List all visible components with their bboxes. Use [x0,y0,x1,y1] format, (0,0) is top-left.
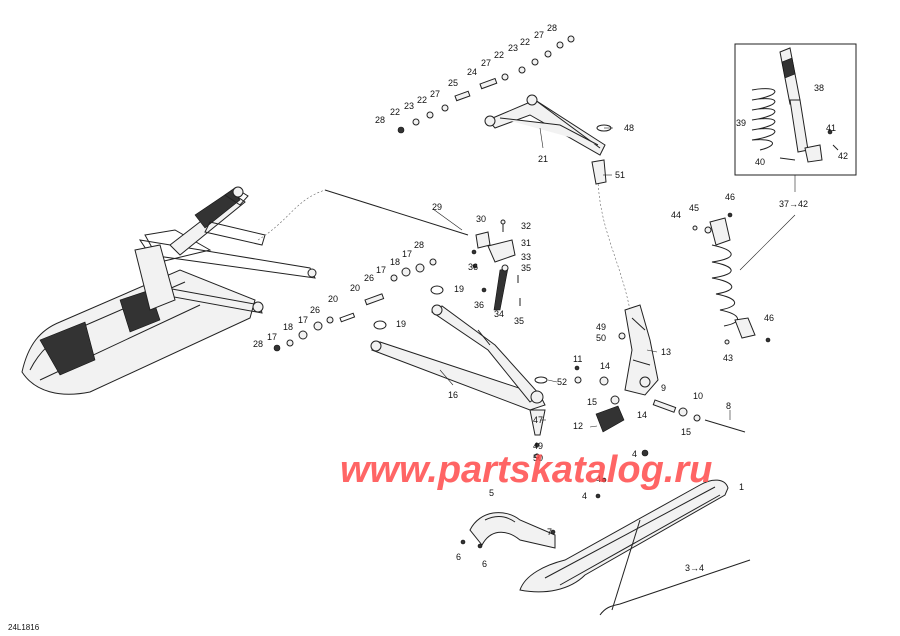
callout-20-bottom: 20 [328,294,338,304]
shock-detail-box [734,43,857,176]
callout-40: 40 [755,157,765,167]
callout-31: 31 [521,238,531,248]
callout-leader-lines [432,127,731,428]
shock-to-box-leader [739,214,796,271]
callout-28-mid: 28 [414,240,424,250]
callout-45: 45 [689,203,699,213]
callout-13: 13 [661,347,671,357]
callout-4-bottom: 4 [582,491,587,501]
callout-19-bottom: 19 [396,319,406,329]
callout-41: 41 [826,123,836,133]
sway-bar-link-group [471,219,521,311]
callout-51: 51 [615,170,625,180]
callout-37-to-42: 37→42 [779,199,808,209]
callout-17-mid: 17 [376,265,386,275]
callout-24: 24 [467,67,477,77]
callout-36-top: 36 [468,262,478,272]
callout-34: 34 [494,309,504,319]
callout-19-top: 19 [454,284,464,294]
callout-18-bottom: 18 [283,322,293,332]
callout-20-top: 20 [350,283,360,293]
callout-12: 12 [573,421,583,431]
callout-4-mid: 4 [596,474,601,484]
ski-group [519,449,751,616]
diagram-reference: 24L1816 [8,623,40,632]
dotted-leader-spindle [597,179,631,311]
callout-36-bottom: 36 [474,300,484,310]
callout-29: 29 [432,202,442,212]
callout-52: 52 [557,377,567,387]
callout-8: 8 [726,401,731,411]
callout-26-top: 26 [364,273,374,283]
callout-18-top: 18 [390,257,400,267]
callout-15-top: 15 [587,397,597,407]
callout-17-bottom: 17 [267,332,277,342]
callout-42: 42 [838,151,848,161]
callout-14-top: 14 [600,361,610,371]
callout-3-to-4: 3→4 [685,563,704,573]
callout-30: 30 [476,214,486,224]
callout-28-top: 28 [547,23,557,33]
callout-22-top-2: 22 [494,50,504,60]
callout-48: 48 [624,123,634,133]
callout-15-bottom: 15 [681,427,691,437]
callout-17-low: 17 [298,315,308,325]
watermark-text: www.partskatalog.ru [340,449,712,491]
spindle-group [574,304,746,433]
callout-46-bottom: 46 [764,313,774,323]
callout-28-left: 28 [375,115,385,125]
callout-22-left-2: 22 [390,107,400,117]
callout-labels: 28 27 22 23 22 27 24 25 27 22 23 22 28 4… [253,23,848,573]
callout-11: 11 [573,354,582,364]
dotted-leader-left [257,189,326,241]
upper-a-arm-group [397,35,612,185]
callout-6-left: 6 [456,552,461,562]
callout-50-top: 50 [596,333,606,343]
callout-35-top: 35 [521,263,531,273]
callout-1: 1 [739,482,744,492]
callout-4-top: 4 [632,449,637,459]
callout-27-left: 27 [430,89,440,99]
callout-28-bottom: 28 [253,339,263,349]
callout-5: 5 [489,488,494,498]
callout-43: 43 [723,353,733,363]
callout-50-bottom: 50 [533,453,543,463]
callout-23-left: 23 [404,101,414,111]
callout-16: 16 [448,390,458,400]
callout-33: 33 [521,252,531,262]
callout-35-bottom: 35 [514,316,524,326]
ski-loop-group [460,512,556,549]
callout-10: 10 [693,391,703,401]
callout-17-top: 17 [402,249,412,259]
callout-46-top: 46 [725,192,735,202]
callout-39: 39 [736,118,746,128]
callout-25: 25 [448,78,458,88]
callout-49-bottom: 49 [533,441,543,451]
callout-27-mid: 27 [481,58,491,68]
callout-32: 32 [521,221,531,231]
callout-38: 38 [814,83,824,93]
callout-22-top-1: 22 [520,37,530,47]
assembled-suspension-illustration [21,186,317,395]
callout-22-left-1: 22 [417,95,427,105]
callout-26-bottom: 26 [310,305,320,315]
callout-23-top: 23 [508,43,518,53]
callout-27-top: 27 [534,30,544,40]
sway-bar-rod [324,189,469,236]
lower-a-arm-group [273,258,548,459]
callout-14-bottom: 14 [637,410,647,420]
callout-9: 9 [661,383,666,393]
callout-21: 21 [538,154,548,164]
callout-47: 47 [533,415,543,425]
callout-6-right: 6 [482,559,487,569]
callout-7: 7 [547,527,552,537]
shock-assembly [692,212,771,345]
callout-49-top: 49 [596,322,606,332]
callout-44: 44 [671,210,681,220]
